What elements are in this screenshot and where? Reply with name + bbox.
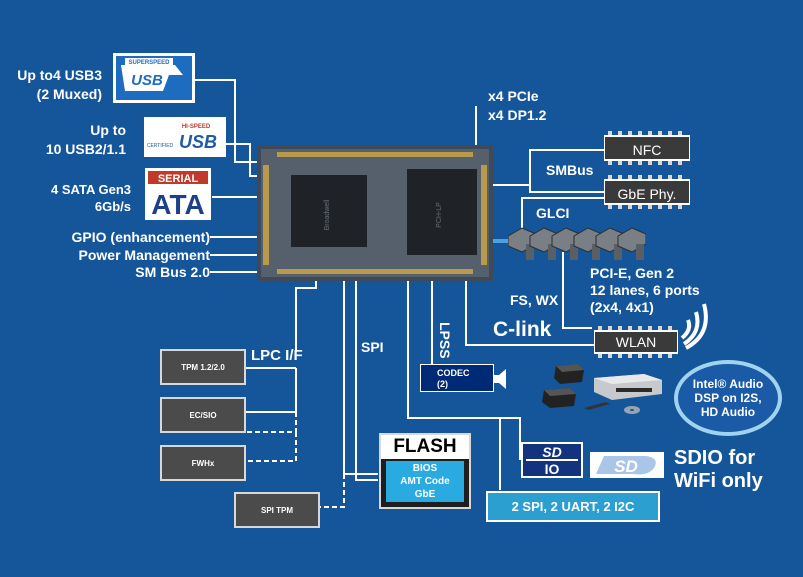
hispeed-text: HI-SPEED [182, 124, 211, 130]
flash-gbe: GbE [414, 489, 436, 500]
sata-label-line2: 6Gb/s [94, 199, 131, 214]
power-management-label: Power Management [78, 247, 210, 263]
hispeed-usb-logo: HI-SPEED CERTIFIED USB [144, 117, 226, 157]
flash-amt: AMT Code [400, 476, 450, 487]
certified-text: CERTIFIED [147, 143, 174, 149]
superspeed-usb-text: USB [131, 72, 163, 89]
serial-io-box: 2 SPI, 2 UART, 2 I2C [486, 491, 660, 522]
wlan-label: WLAN [615, 334, 657, 350]
dvd-player [594, 374, 662, 400]
disc [624, 406, 640, 414]
spi-label: SPI [361, 339, 384, 355]
flash-bios: BIOS [412, 463, 438, 474]
codec-line1: CODEC [437, 368, 470, 378]
tpm-chip: TPM 1.2/2.0 [160, 349, 246, 385]
sdio-wifi-line2: WiFi only [674, 470, 763, 492]
flash-chip: FLASH BIOS AMT Code GbE [379, 433, 471, 509]
hispeed-usb-text: USB [179, 132, 217, 152]
spi-tpm-chip: SPI TPM [234, 492, 320, 528]
lpc-label: LPC I/F [251, 347, 303, 364]
c-link-label: C-link [493, 318, 552, 341]
x4-dp-label: x4 DP1.2 [488, 107, 547, 123]
svg-text:PCH-LP: PCH-LP [436, 202, 443, 228]
gbe-phy-chip-pins [604, 175, 690, 209]
usb2-label-line2: 10 USB2/1.1 [45, 141, 126, 157]
sd-logo: SD [590, 452, 664, 478]
superspeed-text: SUPERSPEED [128, 60, 170, 66]
tpm-label: TPM 1.2/2.0 [181, 362, 225, 372]
speaker-center [542, 388, 576, 408]
pcie-gen2-label: PCI-E, Gen 2 12 lanes, 6 ports (2x4, 4x1… [590, 265, 700, 316]
x4-pcie-label: x4 PCIe [488, 88, 539, 104]
smbus-2-label: SM Bus 2.0 [135, 264, 210, 280]
spi-tpm-label: SPI TPM [260, 505, 293, 515]
codec-box: CODEC (2) [420, 364, 494, 392]
speaker-icon [493, 369, 506, 389]
superspeed-usb-logo: SUPERSPEED USB [113, 53, 195, 103]
lpss-label: LPSS [437, 322, 453, 359]
ata-text: ATA [151, 189, 204, 220]
svg-text:Broadwell: Broadwell [324, 199, 331, 230]
pcie-slot-6 [617, 227, 646, 260]
intel-audio-line2: DSP on I2S, [694, 391, 762, 405]
fwh-chip: FWHx [160, 445, 246, 481]
fwh-label: FWHx [191, 458, 215, 468]
serial-text: SERIAL [158, 173, 199, 185]
sata-label: 4 SATA Gen3 6Gb/s [30, 181, 131, 215]
usb3-label-line2: (2 Muxed) [36, 86, 102, 102]
usb2-label-line1: Up to [90, 122, 126, 138]
glci-label: GLCI [536, 205, 570, 221]
wlan-chip-pins [594, 326, 678, 358]
sdio-wifi-line1: SDIO for [674, 447, 756, 469]
ec-sio-chip: EC/SIO [160, 397, 246, 433]
wlan-chip: WLAN [594, 326, 678, 358]
sata-label-line1: 4 SATA Gen3 [51, 182, 131, 197]
pcie-gen2-line2: 12 lanes, 6 ports [590, 282, 700, 298]
gpio-label: GPIO (enhancement) [71, 229, 210, 245]
sdio-wifi-label: SDIO for WiFi only [674, 447, 763, 493]
fs-wx-label: FS, WX [510, 292, 559, 308]
ec-sio-label: EC/SIO [189, 410, 217, 420]
gbe-phy-chip: GbE Phy. [604, 175, 690, 209]
remote-control [584, 402, 610, 410]
usb3-label: Up to4 USB3 (2 Muxed) [6, 66, 102, 104]
pcie-connectors [508, 227, 646, 260]
gbe-phy-label: GbE Phy. [617, 186, 677, 202]
sdio-logo: SD IO [521, 442, 583, 478]
usb3-label-line1: Up to4 USB3 [17, 67, 102, 83]
sdio-logo-sd: SD [542, 444, 561, 460]
wifi-waves-icon [680, 303, 708, 350]
usb2-label: Up to 10 USB2/1.1 [14, 121, 126, 159]
intel-audio-line1: Intel® Audio [692, 377, 764, 391]
sdio-logo-io: IO [545, 461, 560, 477]
pcie-dp-label: x4 PCIe x4 DP1.2 [488, 87, 546, 125]
codec-line2: (2) [437, 379, 448, 389]
nfc-chip-pins [604, 131, 690, 165]
pch-chip: Broadwell PCH-LP [257, 145, 493, 281]
pcie-gen2-line3: (2x4, 4x1) [590, 299, 654, 315]
smbus-label: SMBus [546, 162, 594, 178]
speaker-left [554, 364, 584, 384]
audio-devices-image [542, 364, 662, 414]
intel-audio-ellipse: Intel® Audio DSP on I2S, HD Audio [674, 360, 782, 436]
flash-contents: BIOS AMT Code GbE [386, 461, 464, 502]
nfc-chip: NFC [604, 131, 690, 165]
sd-logo-text: SD [614, 457, 638, 476]
serial-ata-logo: SERIAL ATA [145, 168, 211, 220]
nfc-label: NFC [632, 142, 662, 158]
intel-audio-line3: HD Audio [700, 405, 756, 419]
flash-title: FLASH [381, 435, 469, 459]
pcie-gen2-line1: PCI-E, Gen 2 [590, 265, 675, 281]
